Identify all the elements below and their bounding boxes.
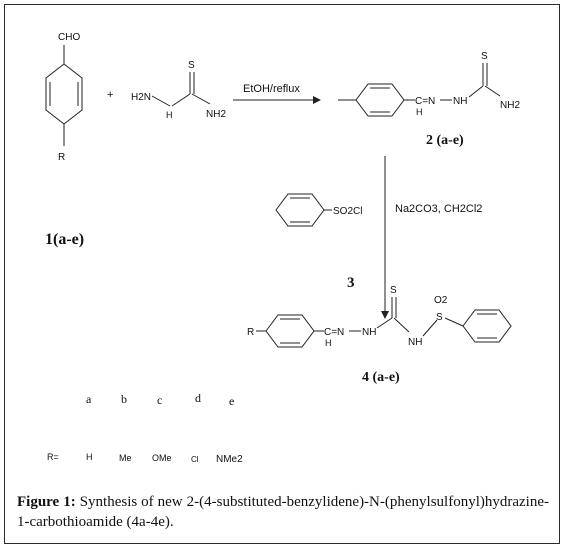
benzene-ring-3	[275, 193, 325, 227]
h-under-2: H	[416, 107, 423, 117]
c-to-nh2-2	[484, 85, 501, 97]
figure-caption: Figure 1: Synthesis of new 2-(4-substitu…	[17, 492, 549, 532]
letter-a: a	[86, 392, 92, 406]
caption-text: Synthesis of new 2-(4-substituted-benzyl…	[17, 494, 549, 530]
thio-bond-2	[171, 93, 191, 107]
thiosemicarbazide-structure: H2N H S NH2	[131, 60, 226, 120]
s-to-ring-5	[444, 317, 464, 327]
letter-e: e	[229, 394, 234, 408]
benzene-ring-1	[45, 63, 83, 125]
nh-label: H	[166, 110, 173, 120]
nh-to-s-4	[422, 319, 438, 337]
benzene-ring-5	[462, 309, 512, 343]
value-a: H	[86, 452, 93, 462]
h2n-label: H2N	[131, 92, 151, 103]
product-4-structure: R C=N H NH S NH O2 S	[247, 285, 512, 348]
value-b: Me	[119, 453, 132, 463]
nh-to-c-2	[468, 85, 484, 98]
s-label-2: S	[481, 51, 488, 62]
nh-label-2: NH	[453, 96, 467, 107]
plus-sign: +	[107, 89, 113, 101]
s-label: S	[188, 60, 195, 71]
benzene-ring-2	[355, 83, 405, 117]
so2cl-label: SO2Cl	[333, 206, 362, 217]
condition-step2: Na2CO3, CH2Cl2	[395, 203, 482, 215]
linker-cn-4: C=N	[324, 327, 344, 338]
thio-bond-1	[151, 95, 171, 107]
condition-step1: EtOH/reflux	[243, 83, 300, 95]
benzene-ring-4	[265, 314, 315, 348]
letter-b: b	[121, 392, 127, 406]
value-c: OMe	[152, 453, 172, 463]
value-d: Cl	[191, 455, 199, 464]
o2-label-4: O2	[434, 295, 448, 306]
linker-cn-2: C=N	[415, 96, 435, 107]
c-to-nh-4	[393, 317, 410, 333]
nh2-label: NH2	[206, 109, 226, 120]
figure-frame	[4, 4, 560, 544]
r-label-4: R	[247, 327, 254, 338]
nh1-label-4: NH	[362, 327, 376, 338]
compound-3-label: 3	[347, 275, 355, 291]
reagent-3-structure: SO2Cl	[275, 193, 362, 227]
letter-c: c	[157, 393, 162, 407]
substituent-values: R= H Me OMe Cl NMe2	[47, 452, 243, 465]
cho-label: CHO	[58, 32, 80, 43]
compound-2-label: 2 (a-e)	[426, 133, 464, 148]
nh2-label-4: NH	[408, 337, 422, 348]
r-label-1: R	[58, 152, 65, 163]
compound-2-structure: C=N H NH S NH2	[338, 51, 520, 117]
compound-4-label: 4 (a-e)	[362, 370, 400, 385]
thio-bond-3	[191, 93, 211, 105]
compound-1-label: 1(a-e)	[45, 231, 84, 248]
s-thio-label-4: S	[390, 285, 397, 296]
substituent-letters: a b c d e	[86, 391, 234, 408]
r-equals-label: R=	[47, 452, 59, 462]
s-sulfonyl-label-4: S	[436, 312, 443, 323]
h-under-4: H	[325, 338, 332, 348]
letter-d: d	[195, 391, 201, 405]
caption-label: Figure 1:	[17, 494, 76, 510]
compound-1-structure: CHO R	[45, 32, 83, 163]
value-e: NMe2	[216, 454, 243, 465]
nh2-label-2: NH2	[500, 100, 520, 111]
nh-to-c-4	[376, 317, 393, 329]
